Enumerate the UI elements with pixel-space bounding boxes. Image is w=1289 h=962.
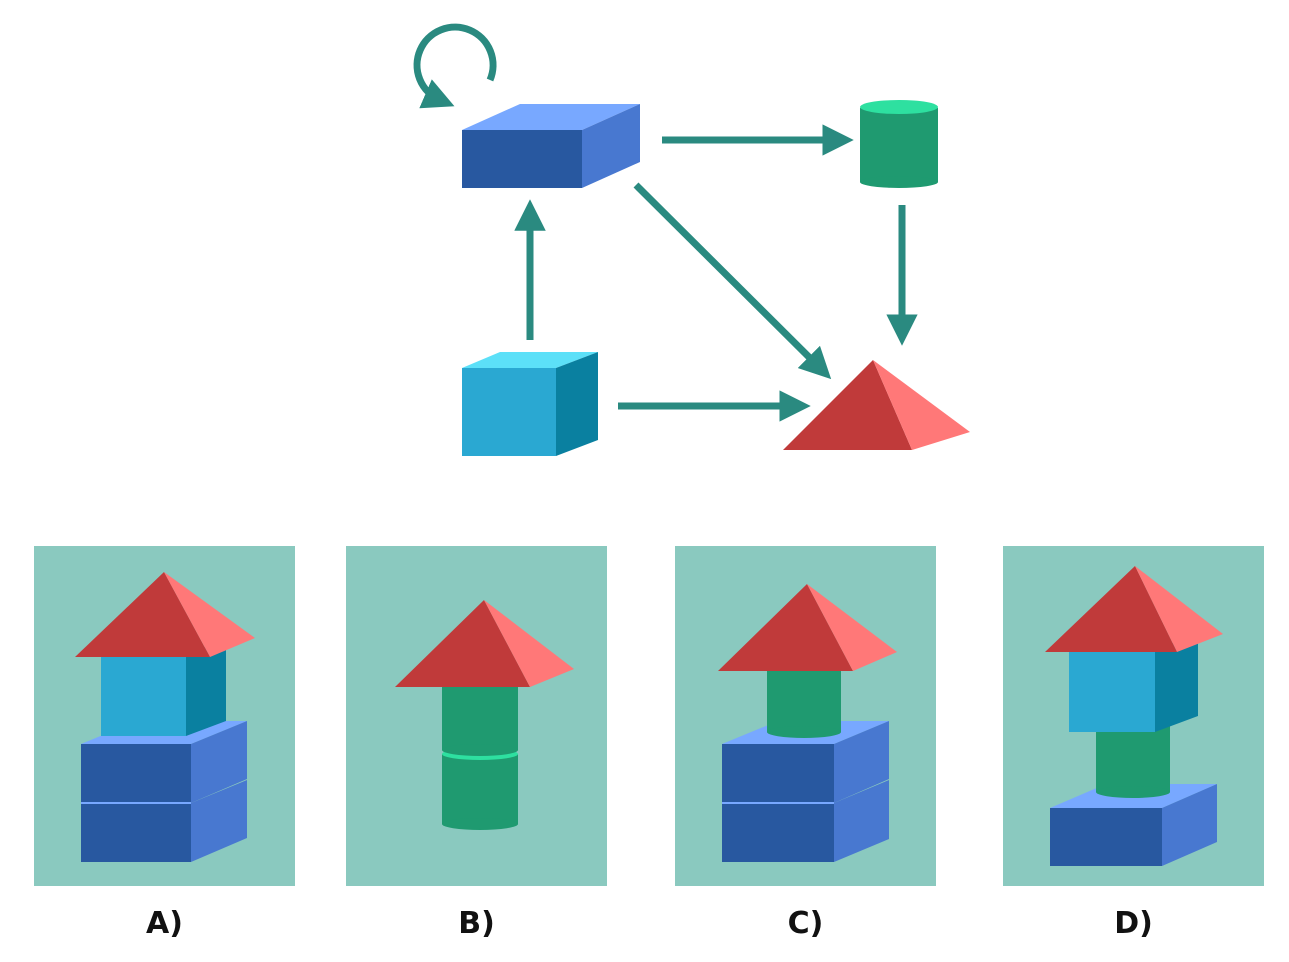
option-d-panel[interactable]: [1003, 546, 1264, 886]
option-c-label[interactable]: C): [787, 906, 824, 941]
red-pyramid: [395, 600, 574, 687]
red-pyramid: [718, 584, 897, 671]
option-a-stack: [75, 572, 255, 862]
green-cylinder: [1096, 726, 1170, 798]
option-c-panel[interactable]: [675, 546, 936, 886]
wide-blue-block: [81, 780, 247, 862]
self-loop-arrow: [413, 23, 497, 109]
option-a-panel[interactable]: [34, 546, 295, 886]
relationship-diagram: [413, 23, 970, 456]
option-b-label[interactable]: B): [458, 906, 495, 941]
red-pyramid-node: [783, 360, 970, 450]
green-cylinder: [442, 684, 518, 756]
arrow-blue-block-to-pyramid: [633, 182, 832, 380]
green-cylinder-node: [860, 100, 938, 188]
red-pyramid: [1045, 566, 1223, 652]
wide-blue-block: [722, 780, 889, 862]
cyan-cube-node: [462, 352, 598, 456]
green-cylinder: [442, 748, 518, 830]
green-cylinder: [767, 664, 841, 738]
wide-blue-block: [1050, 784, 1217, 866]
cyan-cube: [101, 638, 226, 736]
cyan-cube: [1069, 632, 1198, 732]
option-d-label[interactable]: D): [1114, 906, 1153, 941]
option-d-stack: [1045, 566, 1223, 866]
option-b-stack: [395, 600, 574, 830]
option-a-label[interactable]: A): [146, 906, 183, 941]
wide-blue-block-node: [462, 104, 640, 188]
option-b-panel[interactable]: [346, 546, 607, 886]
option-c-stack: [718, 584, 897, 862]
red-pyramid: [75, 572, 255, 657]
